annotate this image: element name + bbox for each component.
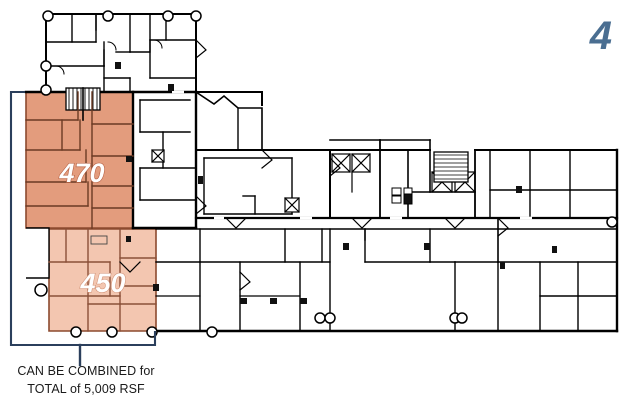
combine-bracket xyxy=(9,90,157,367)
suite-470-label: 470 xyxy=(58,158,104,188)
floor-number-label: 4 xyxy=(589,14,612,58)
door-jamb-layer xyxy=(115,62,557,304)
combine-caption: CAN BE COMBINED for TOTAL of 5,009 RSF xyxy=(6,362,166,398)
wall-layer xyxy=(24,13,619,333)
suite-450-label: 450 xyxy=(79,268,125,298)
door-opening-layer xyxy=(172,90,532,220)
caption-line-1: CAN BE COMBINED for xyxy=(17,364,155,378)
caption-line-2: TOTAL of 5,009 RSF xyxy=(27,382,145,397)
suite-label-layer: 470 450 xyxy=(58,157,126,298)
suite-highlight-layer xyxy=(25,91,157,332)
